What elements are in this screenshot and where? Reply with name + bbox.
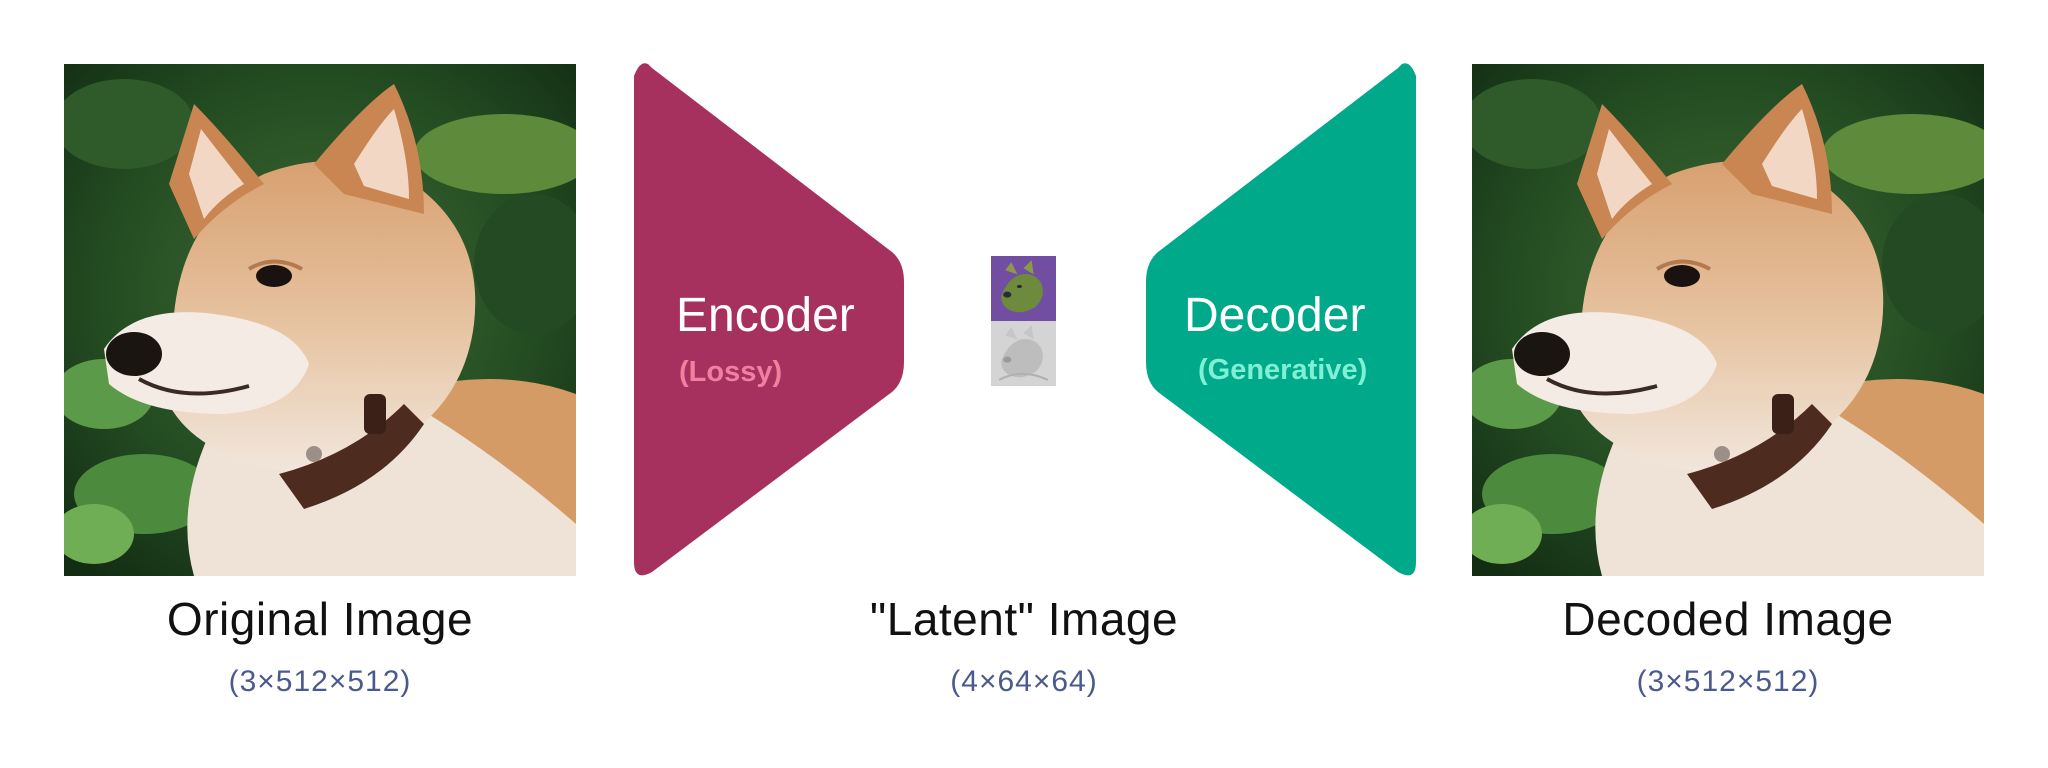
latent-image-dims: (4×64×64): [950, 665, 1098, 698]
shiba-dog-photo-icon: [1472, 64, 1984, 576]
original-image-dims: (3×512×512): [228, 665, 412, 698]
original-image: [64, 64, 576, 576]
shiba-dog-photo-icon: [64, 64, 576, 576]
latent-gray-thumbnail-icon: [991, 321, 1056, 386]
latent-purple-thumbnail-icon: [991, 256, 1056, 321]
decoded-image-dims: (3×512×512): [1636, 665, 1820, 698]
original-image-caption: Original Image: [166, 593, 474, 645]
decoder-title: Decoder: [1184, 289, 1366, 342]
decoded-image-caption: Decoded Image: [1562, 593, 1894, 645]
latent-image-caption: "Latent" Image: [869, 593, 1179, 645]
latent-image: [991, 256, 1056, 386]
decoded-image: [1472, 64, 1984, 576]
decoder-block: [1146, 63, 1416, 576]
encoder-title: Encoder: [676, 289, 855, 342]
encoder-subtitle: (Lossy): [679, 356, 783, 388]
decoder-subtitle: (Generative): [1198, 354, 1368, 386]
encoder-block: [634, 63, 904, 576]
